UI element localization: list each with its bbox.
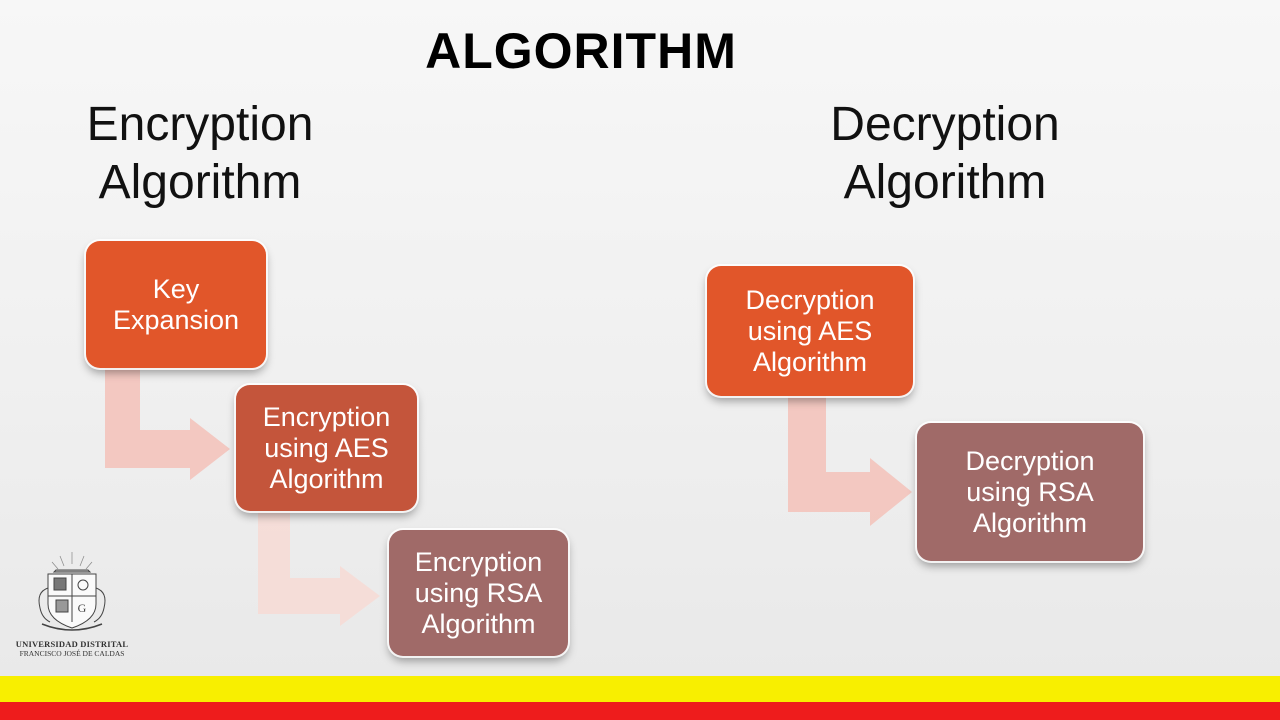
step-encryption-aes-line1: Encryption: [262, 401, 391, 432]
decryption-heading-line1: Decryption: [830, 98, 1060, 151]
footer-stripe-yellow: [0, 676, 1280, 702]
encryption-heading: Encryption Algorithm: [50, 96, 350, 212]
step-key-expansion: Key Expansion: [86, 241, 266, 368]
step-decryption-rsa-line3: Algorithm: [972, 507, 1088, 538]
step-decryption-aes-line3: Algorithm: [752, 346, 868, 377]
encryption-heading-line1: Encryption: [86, 98, 314, 151]
step-key-expansion-line1: Key: [152, 273, 200, 304]
step-encryption-aes-line3: Algorithm: [269, 463, 384, 494]
decryption-heading: Decryption Algorithm: [795, 96, 1095, 212]
footer-stripe-red: [0, 702, 1280, 720]
step-decryption-rsa: Decryption using RSA Algorithm: [917, 423, 1143, 561]
arrow-key-to-aes: [105, 368, 230, 480]
arrow-aes-to-rsa-encrypt: [258, 512, 380, 626]
university-name: UNIVERSIDAD DISTRITAL: [15, 639, 129, 649]
svg-text:G: G: [78, 601, 87, 615]
step-encryption-rsa-line1: Encryption: [414, 546, 543, 577]
step-decryption-aes-line2: using AES: [747, 315, 873, 346]
step-encryption-rsa-line3: Algorithm: [421, 608, 536, 639]
step-decryption-aes-line1: Decryption: [745, 284, 875, 315]
step-encryption-aes-line2: using AES: [264, 432, 389, 463]
step-encryption-rsa: Encryption using RSA Algorithm: [389, 530, 568, 656]
step-decryption-rsa-line2: using RSA: [966, 476, 1094, 507]
step-encryption-rsa-line2: using RSA: [414, 577, 543, 608]
decryption-heading-line2: Algorithm: [843, 156, 1047, 209]
university-logo: G UNIVERSIDAD DISTRITAL FRANCISCO JOSÉ D…: [12, 548, 132, 658]
step-encryption-aes: Encryption using AES Algorithm: [236, 385, 417, 511]
page-title: ALGORITHM: [425, 23, 737, 79]
step-decryption-rsa-line1: Decryption: [965, 445, 1095, 476]
university-subtitle: FRANCISCO JOSÉ DE CALDAS: [19, 649, 125, 658]
arrow-aes-to-rsa-decrypt: [788, 396, 912, 526]
step-key-expansion-line2: Expansion: [112, 304, 240, 335]
step-decryption-aes: Decryption using AES Algorithm: [707, 266, 913, 396]
coat-of-arms-icon: G: [38, 552, 106, 631]
encryption-heading-line2: Algorithm: [98, 156, 302, 209]
